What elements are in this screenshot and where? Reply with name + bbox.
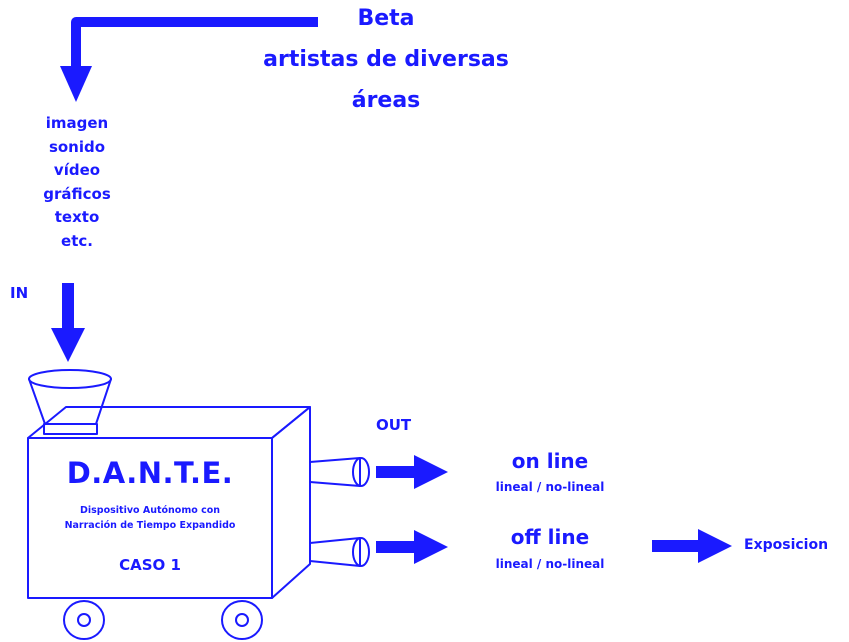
- device-subtitle-line2: Narración de Tiempo Expandido: [64, 520, 236, 531]
- source-arrow-head: [60, 66, 92, 102]
- media-item-texto: texto: [54, 208, 100, 226]
- out-arrow-top-head: [414, 455, 448, 489]
- source-subtitle-2: áreas: [351, 88, 421, 113]
- in-arrow-head: [51, 328, 85, 362]
- in-label: IN: [10, 284, 29, 302]
- media-item-graficos: gráficos: [43, 184, 111, 203]
- media-list: imagen sonido vídeo gráficos texto etc.: [22, 112, 132, 253]
- output-nozzle-bottom: [309, 537, 370, 567]
- device-subtitle-line1: Dispositivo Autónomo con: [80, 505, 220, 516]
- source-connector-line: [71, 17, 318, 66]
- media-item-sonido: sonido: [48, 137, 106, 156]
- out-arrow-bottom-head: [414, 530, 448, 564]
- wheel-left: [63, 600, 105, 640]
- output-nozzle-top: [309, 457, 370, 487]
- output-offline-sub: lineal / no-lineal: [495, 557, 605, 571]
- exposicion-arrow-head: [698, 529, 732, 563]
- source-title: Beta: [357, 6, 415, 31]
- hopper: [28, 369, 112, 435]
- exposicion-arrow-shaft: [652, 540, 702, 552]
- out-arrow-top-shaft: [376, 466, 420, 478]
- out-arrow-bottom-shaft: [376, 541, 420, 553]
- media-item-etc: etc.: [61, 231, 93, 250]
- device-title: D.A.N.T.E.: [66, 456, 234, 490]
- device-case-label: CASO 1: [119, 556, 181, 574]
- out-label: OUT: [376, 416, 412, 434]
- media-item-imagen: imagen: [45, 114, 109, 132]
- output-online-title: on line: [511, 449, 589, 473]
- output-online-sub: lineal / no-lineal: [495, 480, 605, 494]
- device-box: [27, 406, 311, 599]
- in-arrow-shaft: [62, 283, 74, 333]
- exposicion-label: Exposicion: [744, 537, 829, 553]
- output-offline-title: off line: [510, 525, 590, 549]
- source-subtitle: artistas de diversas: [263, 47, 509, 72]
- wheel-right: [221, 600, 263, 640]
- media-item-video: vídeo: [53, 161, 101, 179]
